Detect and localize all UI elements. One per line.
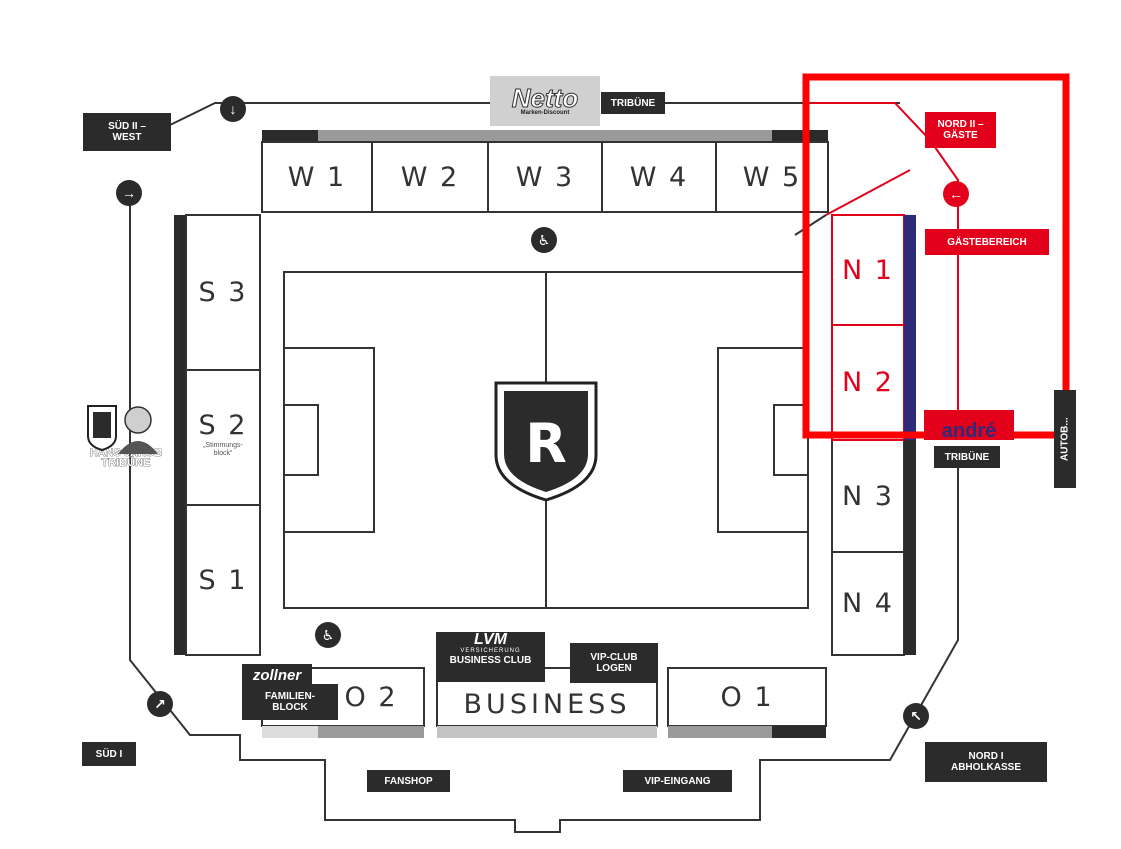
vip-eingang-label: VIP-EINGANG <box>623 770 732 792</box>
walkway-south-left <box>129 180 959 833</box>
stand-s2-note: „Stimmungs- block“ <box>203 442 243 457</box>
penalty-area-north <box>717 347 809 533</box>
east-bar-o2-light <box>262 726 318 738</box>
fanshop-label: FANSHOP <box>367 770 450 792</box>
andre-tribuene-label: TRIBÜNE <box>934 446 1000 468</box>
goal-area-north <box>773 404 809 476</box>
walkway-guest-diagonal <box>825 169 911 216</box>
walkway-west-top <box>169 102 500 126</box>
west-stand-bar-dark-right <box>772 130 828 142</box>
netto-tribuene-label: TRIBÜNE <box>601 92 665 114</box>
west-stand-bar-dark-left <box>262 130 318 142</box>
netto-logo-sub: Marken-Discount <box>520 110 570 116</box>
stand-n1-label[interactable]: N 1 <box>842 254 894 286</box>
walkway-guest-diagonal-dark <box>794 214 827 236</box>
stand-o1-box <box>667 667 827 727</box>
familienblock-label: FAMILIEN- BLOCK <box>242 684 338 720</box>
north-stand-bar-dark <box>904 440 916 655</box>
stand-s3-label[interactable]: S 3 <box>198 277 248 308</box>
stand-n4-box <box>831 551 905 656</box>
west-stand-bar-grey <box>318 130 772 142</box>
stand-o2-label[interactable]: O 2 <box>344 681 398 713</box>
zollner-logo: zollner <box>242 664 312 686</box>
lvm-logo-sub: VERSICHERUNG <box>460 648 521 654</box>
gaestebereich-label: GÄSTEBEREICH <box>925 229 1049 255</box>
stand-s1-label[interactable]: S 1 <box>198 564 248 596</box>
lvm-logo-text: LVM <box>474 631 507 648</box>
autobahn-label: AUTOB... <box>1054 390 1076 488</box>
stand-s1-box <box>185 504 261 656</box>
stand-n3-box <box>831 439 905 553</box>
stand-business-label[interactable]: BUSINESS <box>463 688 631 720</box>
east-bar-o1-grey <box>668 726 772 738</box>
stand-s2-label[interactable]: S 2 <box>198 409 248 441</box>
stand-o1-label[interactable]: O 1 <box>720 681 774 713</box>
goal-area-south <box>283 404 319 476</box>
stand-w2-label[interactable]: W 2 <box>400 161 460 193</box>
east-bar-o2-grey <box>318 726 424 738</box>
arrow-down-icon: ↓ <box>220 96 246 122</box>
netto-logo: Netto Marken-Discount <box>490 76 600 126</box>
hans-jakob-portrait <box>87 405 158 454</box>
wheelchair-icon: ♿ <box>531 227 557 253</box>
penalty-area-south <box>283 347 375 533</box>
arrow-northwest-icon: ↖ <box>903 703 929 729</box>
stand-w2-box <box>371 141 489 213</box>
nord-ii-gaeste-label: NORD II – GÄSTE <box>925 112 996 148</box>
club-crest: R <box>494 381 598 502</box>
stand-w4-label[interactable]: W 4 <box>629 161 689 193</box>
sued-i-label: SÜD I <box>82 742 136 766</box>
netto-logo-text: Netto <box>511 83 579 113</box>
north-stand-bar-navy <box>904 215 916 440</box>
stand-n3-label[interactable]: N 3 <box>842 480 894 512</box>
vip-club-logen-label: VIP-CLUB LOGEN <box>570 643 658 683</box>
stand-s2-box <box>185 369 261 506</box>
stand-n2-box <box>831 324 905 441</box>
stand-s3-box <box>185 214 261 371</box>
nord-i-abholkasse-label: NORD I ABHOLKASSE <box>925 742 1047 782</box>
stand-w3-label[interactable]: W 3 <box>515 161 575 193</box>
stand-w5-label[interactable]: W 5 <box>742 161 802 193</box>
lvm-business-club-logo: LVM VERSICHERUNG BUSINESS CLUB <box>436 632 545 682</box>
stand-n2-label[interactable]: N 2 <box>842 367 894 398</box>
club-crest-letters: R <box>525 412 567 475</box>
stand-w1-box <box>261 141 373 213</box>
stand-n4-label[interactable]: N 4 <box>842 588 894 619</box>
south-stand-bar <box>174 215 186 655</box>
business-club-text: BUSINESS CLUB <box>449 655 532 666</box>
sued-ii-west-label: SÜD II – WEST <box>83 113 171 151</box>
arrow-northeast-icon: ↗ <box>147 691 173 717</box>
stand-w4-box <box>601 141 717 213</box>
east-bar-o1-dark <box>772 726 826 738</box>
arrow-right-icon: → <box>116 180 142 206</box>
wheelchair-icon: ♿ <box>315 622 341 648</box>
east-bar-business-grey <box>437 726 657 738</box>
arrow-left-icon: ← <box>943 181 969 207</box>
andre-logo: andré <box>924 410 1014 440</box>
stand-w1-label[interactable]: W 1 <box>287 161 347 193</box>
